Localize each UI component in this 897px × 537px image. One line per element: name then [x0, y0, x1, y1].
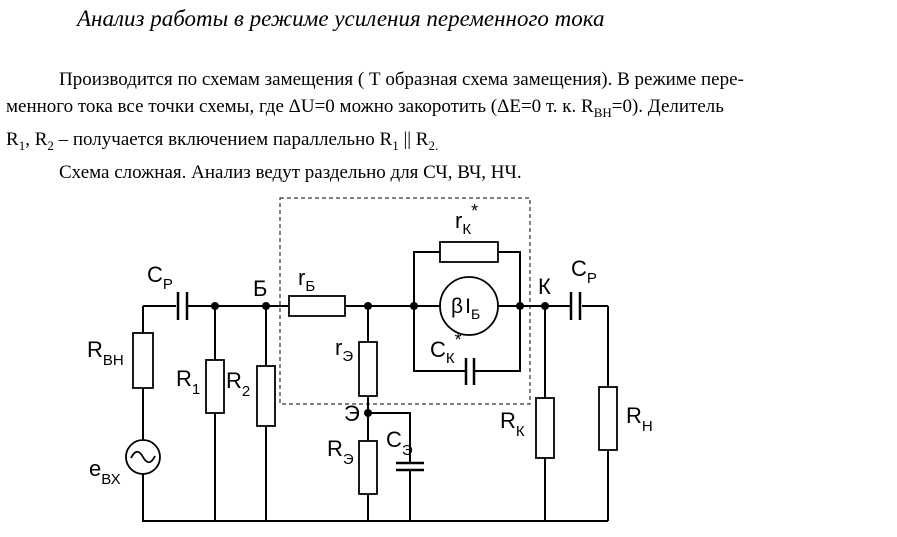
- label-rb: rБ: [298, 265, 315, 295]
- paragraph-line-3: R1, R2 – получается включением параллель…: [6, 128, 439, 153]
- label-cp-left: CР: [147, 262, 173, 293]
- capacitor-ck: [464, 358, 476, 385]
- resistor-r1: [205, 359, 225, 414]
- wires: [142, 251, 609, 522]
- resistor-re-big: [358, 440, 378, 495]
- resistor-rb: [288, 295, 346, 317]
- sine-wave-icon: [130, 450, 156, 464]
- capacitor-cp-right: [569, 292, 582, 320]
- resistor-rk-star: [439, 241, 499, 263]
- label-rk: RК: [500, 408, 525, 440]
- label-ce: CЭ: [386, 427, 413, 459]
- label-cp-right: CР: [571, 256, 597, 287]
- description-paragraph: Производится по схемам замещения ( Т обр…: [6, 66, 888, 186]
- label-source: βIБ: [451, 295, 480, 322]
- resistor-rvn: [132, 332, 154, 389]
- node-k-label: К: [538, 274, 551, 299]
- label-rn: RН: [626, 403, 653, 435]
- capacitor-cp-left: [176, 292, 189, 320]
- label-r1: R1: [176, 366, 200, 398]
- transistor-boundary: [279, 197, 531, 405]
- label-re-big: RЭ: [327, 436, 354, 468]
- resistor-r2: [256, 365, 276, 427]
- paragraph-line-2: менного тока все точки схемы, где ΔU=0 м…: [6, 96, 724, 120]
- capacitor-ce: [396, 461, 424, 472]
- node-b-label: Б: [253, 276, 267, 301]
- label-r2: R2: [226, 368, 250, 400]
- resistor-re-small: [358, 341, 378, 397]
- paragraph-line-1: Производится по схемам замещения ( Т обр…: [59, 69, 744, 90]
- page-title: Анализ работы в режиме усиления переменн…: [77, 6, 605, 31]
- junction-dots: [211, 302, 549, 417]
- label-ck-star: CК*: [430, 330, 462, 367]
- label-evx: eВХ: [89, 456, 121, 488]
- label-rvn: RВН: [87, 337, 124, 369]
- resistor-rk: [535, 397, 555, 459]
- label-re-small: rЭ: [335, 335, 353, 365]
- node-e-label: Э: [344, 401, 360, 426]
- paragraph-line-4: Схема сложная. Анализ ведут раздельно дл…: [59, 161, 522, 183]
- resistor-rn: [598, 386, 618, 451]
- label-rk-star: rК*: [455, 201, 478, 238]
- current-source-icon: [439, 276, 499, 336]
